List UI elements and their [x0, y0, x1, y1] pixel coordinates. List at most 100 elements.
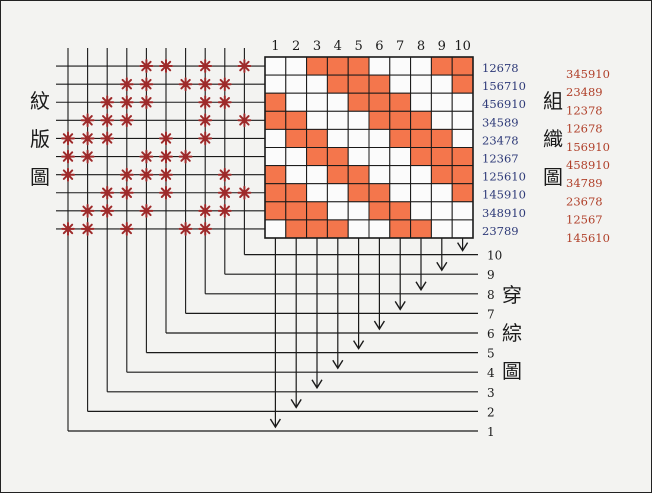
- column-number: 8: [417, 39, 425, 54]
- peg-star-center: [124, 190, 130, 196]
- weave-cell: [347, 128, 370, 148]
- shaft-number: 6: [487, 327, 495, 341]
- weave-cell: [368, 165, 391, 185]
- shaft-number: 7: [487, 307, 495, 321]
- weave-cell: [264, 74, 287, 94]
- peg-star-center: [65, 136, 71, 141]
- peg-star-center: [124, 117, 130, 123]
- peg-star-center: [104, 208, 110, 214]
- shaft-number: 10: [487, 249, 502, 263]
- weave-cell: [285, 183, 308, 203]
- weave-cell: [389, 183, 412, 203]
- shaft-number: 5: [487, 347, 495, 361]
- peg-star-center: [144, 208, 149, 214]
- weave-cell: [264, 128, 287, 148]
- weave-cell: [410, 74, 432, 94]
- peg-star: [198, 77, 213, 92]
- peg-star-center: [124, 226, 130, 232]
- peg-star: [119, 113, 134, 128]
- peg-star: [198, 203, 213, 218]
- column-number: 5: [354, 39, 362, 54]
- weave-cell: [326, 219, 349, 239]
- weave-grid-border: [264, 56, 474, 239]
- shaft-number: 4: [487, 366, 495, 380]
- peg-star-center: [144, 154, 149, 159]
- weave-cell: [347, 201, 370, 221]
- right-column-label: 23678: [566, 194, 603, 208]
- right-column-label: 23489: [566, 85, 603, 99]
- peg-star: [119, 95, 134, 110]
- weave-cell: [451, 201, 474, 221]
- weave-cell: [410, 147, 432, 167]
- peg-star: [237, 185, 252, 200]
- peg-star-center: [222, 172, 228, 178]
- peg-star-center: [124, 172, 130, 178]
- peg-star-center: [242, 117, 247, 123]
- peg-star-center: [85, 226, 90, 232]
- peg-star: [61, 167, 75, 182]
- weave-cell: [285, 219, 308, 239]
- weave-cell: [347, 74, 370, 94]
- weave-cell: [389, 110, 412, 130]
- weave-cell: [451, 110, 474, 130]
- weave-cell: [451, 183, 474, 203]
- weave-cell: [347, 183, 370, 203]
- weave-cell: [389, 147, 412, 167]
- weave-cell: [347, 219, 370, 239]
- weave-cell: [430, 165, 453, 185]
- weave-cell: [285, 92, 308, 112]
- weave-cell: [347, 92, 370, 112]
- peg-star-center: [163, 136, 169, 141]
- peg-star-center: [163, 63, 169, 69]
- weave-cell: [285, 147, 308, 167]
- peg-star-center: [104, 190, 110, 196]
- weave-cell: [430, 92, 453, 112]
- peg-star-center: [222, 190, 228, 196]
- peg-star: [217, 203, 232, 218]
- weave-cell: [326, 183, 349, 203]
- peg-star-center: [144, 99, 149, 105]
- right-column-label: 12678: [566, 122, 603, 136]
- weave-cell: [368, 128, 391, 148]
- row-label: 145910: [482, 188, 526, 202]
- peg-star: [139, 59, 154, 73]
- weave-cell: [264, 56, 287, 76]
- peg-star-center: [163, 154, 169, 159]
- weave-cell: [389, 128, 412, 148]
- right-column-label: 345910: [566, 67, 610, 81]
- peg-star-center: [104, 136, 110, 141]
- peg-star: [139, 167, 154, 182]
- weave-cell: [347, 147, 370, 167]
- weave-cell: [368, 147, 391, 167]
- peg-star-center: [85, 208, 90, 214]
- peg-star-center: [222, 99, 228, 105]
- weave-cell: [285, 128, 308, 148]
- weave-cell: [306, 219, 328, 239]
- weave-cell: [410, 56, 432, 76]
- peg-star: [100, 95, 115, 110]
- row-label: 125610: [482, 170, 526, 184]
- weave-cell: [306, 147, 328, 167]
- peg-star-center: [65, 154, 71, 159]
- weave-cell: [368, 110, 391, 130]
- peg-star: [100, 113, 115, 128]
- weave-cell: [264, 147, 287, 167]
- warp-drop-arrow: [290, 399, 302, 409]
- weave-cell: [306, 56, 328, 76]
- right-column-label: 12378: [566, 103, 603, 117]
- column-number: 4: [334, 39, 342, 54]
- peg-star-center: [242, 190, 247, 196]
- peg-star: [159, 59, 173, 73]
- weave-cell: [306, 201, 328, 221]
- peg-star-center: [242, 63, 247, 69]
- warp-drop-arrow: [332, 359, 344, 370]
- weave-cell: [264, 110, 287, 130]
- peg-star-center: [144, 81, 149, 87]
- peg-plan-title-char: 版: [30, 127, 50, 151]
- warp-drop-arrow: [415, 281, 427, 292]
- weave-cell: [368, 92, 391, 112]
- weave-cell: [430, 183, 453, 203]
- weave-cell: [451, 128, 474, 148]
